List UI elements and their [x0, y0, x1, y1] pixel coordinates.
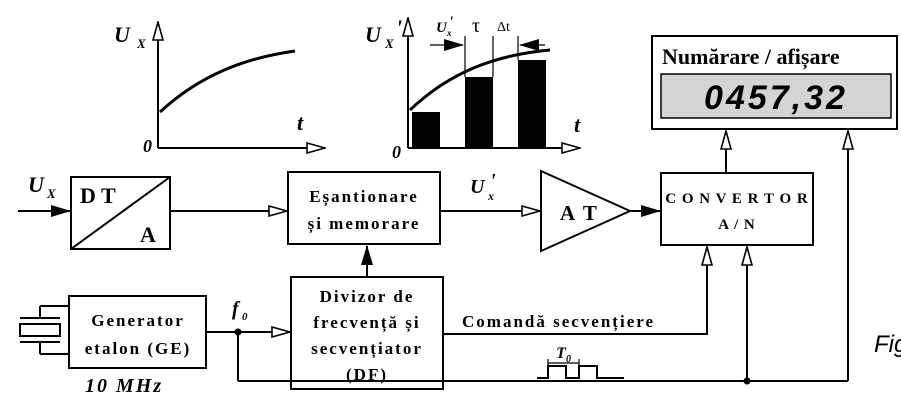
figure-caption-fragment: Fig	[874, 331, 901, 358]
block-reference-generator: Generator etalon (GE)	[68, 295, 207, 369]
input-signal-label-sub: X	[46, 186, 56, 201]
graph2-origin: 0	[392, 142, 401, 162]
command-label: Comandă secvențiere	[462, 312, 655, 332]
period-label: T	[556, 345, 567, 362]
df-line1: Divizor de	[320, 287, 415, 306]
graph1-y-label-sub: X	[136, 36, 146, 51]
sample-width-label-prime: '	[449, 14, 453, 30]
adc-line2: A / N	[718, 217, 756, 233]
graph1-y-label: U	[114, 22, 131, 47]
block-frequency-divider: Divizor de frecvență și secvențiator (DF…	[290, 276, 444, 390]
amp-label: A T	[560, 201, 599, 225]
df-line4: (DF)	[346, 365, 388, 384]
display-title: Numărare / afișare	[662, 44, 840, 70]
graph2-y-label-sub: X	[384, 36, 394, 51]
sh-line1: Eșantionare	[309, 187, 419, 207]
input-signal-label: U	[28, 172, 45, 197]
clock-bus-junction	[743, 377, 751, 385]
dta-bottom-label: A	[140, 222, 156, 247]
graph2-y-label-prime: '	[396, 15, 402, 40]
command-to-adc-arrow	[443, 247, 707, 335]
f0-label-sub: 0	[242, 311, 248, 323]
graph1-origin: 0	[143, 136, 152, 156]
block-amplifier: A T	[540, 169, 633, 253]
sample-width-label: U	[436, 20, 448, 36]
block-transducer-dta: D T A	[70, 176, 171, 250]
adc-line1: C O N V E R T O R	[665, 191, 808, 207]
sample-bar	[412, 112, 440, 148]
sampled-signal-label-sub: x	[487, 189, 494, 203]
sh-line2: și memorare	[308, 214, 421, 234]
delta-t-label: Δt	[497, 20, 510, 35]
frequency-label: 10 MHz	[85, 375, 163, 397]
f0-label: f	[232, 298, 241, 320]
ge-line1: Generator	[91, 311, 185, 330]
graph-sampled-signal: U X ' U x ' τ Δt t 0	[365, 14, 581, 162]
graph2-y-label: U	[365, 22, 382, 47]
ge-line2: etalon (GE)	[85, 339, 192, 358]
block-adc-converter: C O N V E R T O R A / N	[660, 172, 814, 246]
period-label-sub: 0	[566, 354, 571, 365]
sampled-signal-label: U	[470, 176, 486, 198]
df-line3: secvențiator	[311, 339, 423, 359]
graph2-signal-curve	[408, 48, 551, 112]
crystal-oscillator-icon	[19, 305, 68, 355]
graph-continuous-signal: U X t 0	[114, 22, 325, 156]
tau-label: τ	[472, 15, 480, 37]
graph1-x-label: t	[297, 110, 304, 135]
sample-width-label-sub: x	[446, 28, 452, 38]
sampled-signal-label-prime: '	[490, 170, 496, 192]
sample-bar	[465, 77, 493, 148]
block-sample-hold: Eșantionare și memorare	[287, 171, 441, 245]
dta-top-label: D T	[80, 183, 116, 208]
df-line2: frecvență și	[313, 313, 420, 333]
display-value: 0457,32	[704, 79, 848, 117]
square-wave-icon	[537, 359, 624, 379]
graph1-signal-curve	[158, 49, 296, 114]
display-screen	[660, 73, 892, 119]
block-counter-display: Numărare / afișare 0457,32	[651, 35, 898, 130]
graph2-x-label: t	[574, 112, 581, 137]
sample-bar	[518, 60, 546, 148]
